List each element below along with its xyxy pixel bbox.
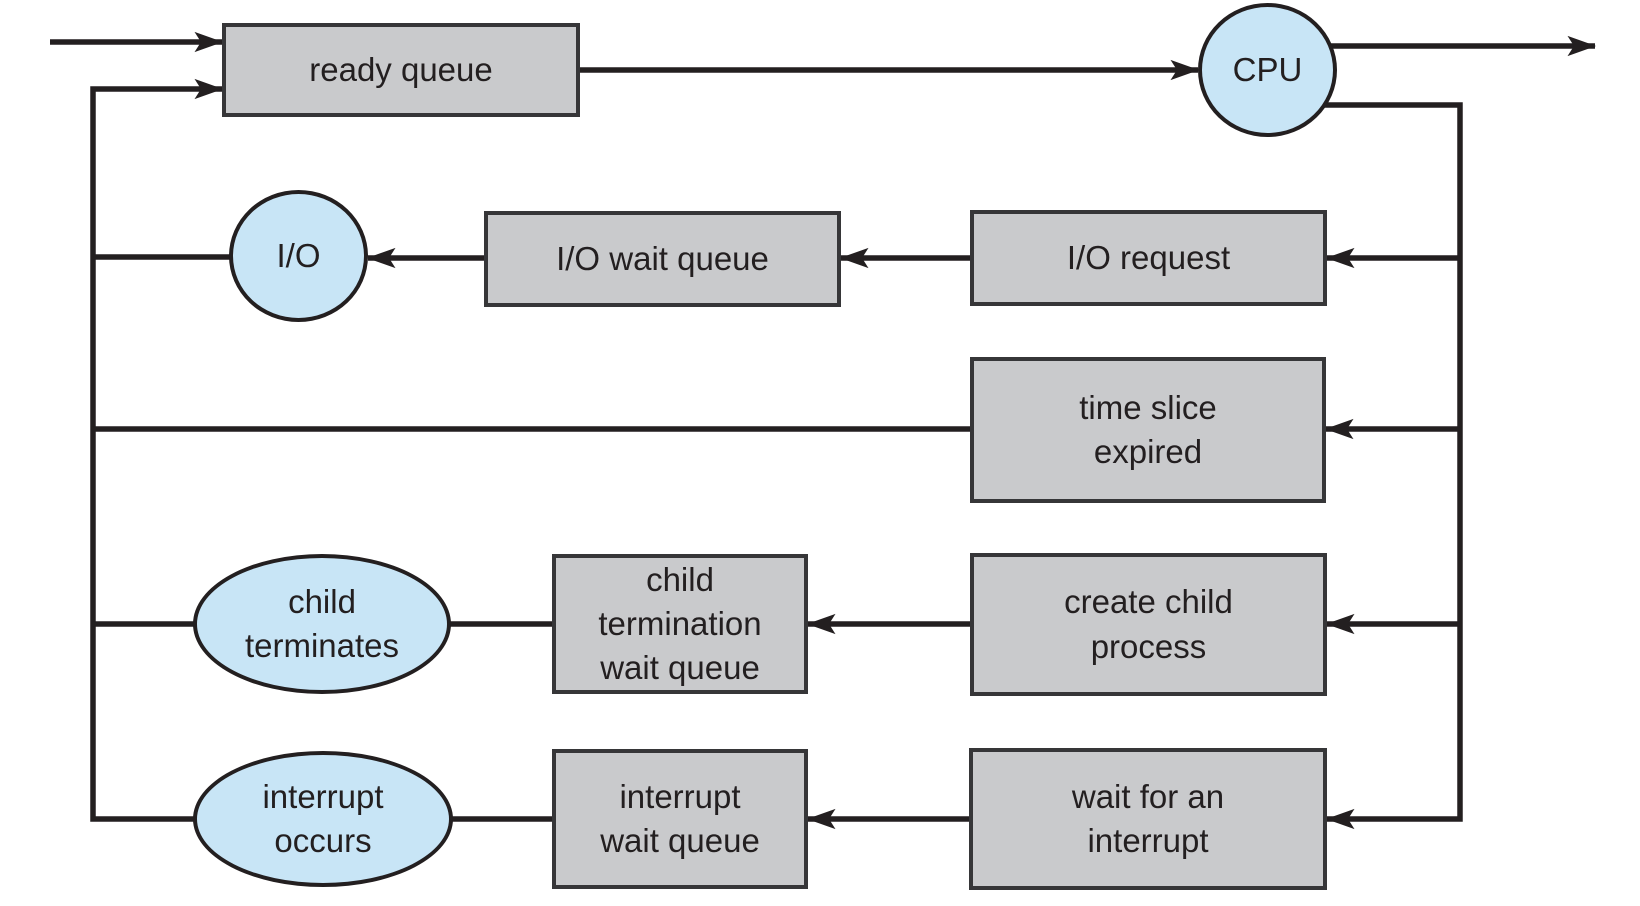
- interrupt-occurs-ellipse: interrupt occurs: [193, 751, 453, 887]
- io-wait-queue-label: I/O wait queue: [556, 239, 769, 277]
- wait-for-an-interrupt-label: wait for an interrupt: [1071, 777, 1225, 859]
- io-request-box: I/O request: [970, 210, 1327, 306]
- time-slice-expired-label: time slice expired: [1079, 388, 1217, 470]
- child-termination-wait-queue-label: child termination wait queue: [598, 560, 762, 687]
- child-terminates-ellipse: child terminates: [193, 554, 451, 694]
- io-label: I/O: [276, 236, 321, 274]
- cpu-label: CPU: [1232, 50, 1303, 88]
- wait-for-an-interrupt-box: wait for an interrupt: [969, 748, 1327, 890]
- edge-cpu-down-to-wait-for-interrupt: [1310, 102, 1463, 830]
- interrupt-wait-queue-box: interrupt wait queue: [552, 749, 808, 889]
- edge-left-return-to-ready-queue: [90, 78, 224, 822]
- child-terminates-label: child terminates: [244, 582, 400, 664]
- interrupt-occurs-label: interrupt occurs: [262, 777, 384, 859]
- create-child-process-box: create child process: [970, 553, 1327, 696]
- child-termination-wait-queue-box: child termination wait queue: [552, 554, 808, 694]
- cpu-circle: CPU: [1198, 3, 1337, 137]
- ready-queue-label: ready queue: [309, 50, 493, 88]
- io-circle: I/O: [229, 190, 368, 322]
- io-wait-queue-box: I/O wait queue: [484, 211, 841, 307]
- io-request-label: I/O request: [1066, 238, 1231, 276]
- interrupt-wait-queue-label: interrupt wait queue: [600, 777, 760, 859]
- create-child-process-label: create child process: [1064, 583, 1233, 665]
- ready-queue-box: ready queue: [222, 23, 580, 117]
- time-slice-expired-box: time slice expired: [970, 357, 1326, 503]
